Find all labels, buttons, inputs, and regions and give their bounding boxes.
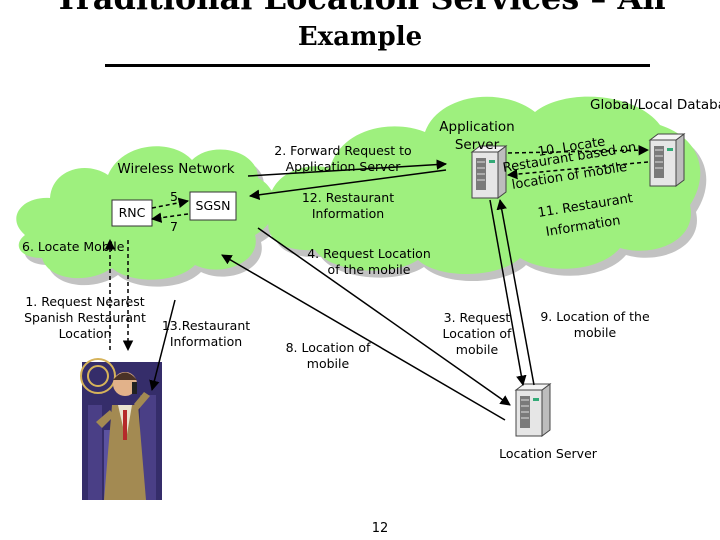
request-location-4-label: 4. Request Location of the mobile — [307, 246, 431, 277]
arrow-restaurant-info-11 — [506, 161, 649, 180]
arrow-location-8 — [221, 254, 506, 421]
restaurant-info-12-label: 12. Restaurant Information — [301, 190, 395, 221]
forward-request-label: 2. Forward Request to Application Server — [274, 143, 412, 174]
arrow-restaurant-info-12 — [248, 169, 447, 200]
link-5-arrow — [151, 197, 190, 209]
arrow-location-9 — [496, 198, 535, 386]
link-7-label: 7 — [170, 219, 178, 234]
location-server-label: Location Server — [499, 446, 597, 461]
link-5-label: 5 — [170, 189, 178, 204]
application-server-label: Application Server — [439, 119, 515, 153]
server-icon — [649, 133, 685, 187]
global-database-label: Global/Local Database — [590, 97, 720, 113]
sgsn-box — [189, 191, 237, 221]
wireless-network-label: Wireless Network — [117, 161, 235, 177]
sgsn-label: SGSN — [195, 198, 231, 213]
request-nearest-label: 1. Request Nearest Spanish Restaurant Lo… — [24, 294, 146, 341]
rnc-box — [111, 199, 153, 227]
page-number: 12 — [371, 521, 389, 536]
link-7-arrow — [150, 212, 189, 223]
arrow-restaurant-info-13 — [149, 299, 176, 392]
mobile-user-icon — [80, 358, 162, 500]
slide-title-line1: Traditional Location Services – An — [0, 0, 720, 18]
server-icon — [515, 383, 551, 437]
location-mobile-9-label: 9. Location of the mobile — [540, 309, 650, 340]
arrow-forward-request-2 — [247, 159, 448, 177]
rnc-label: RNC — [118, 205, 146, 220]
title-underline — [105, 64, 650, 67]
restaurant-info-13-label: 13.Restaurant Information — [161, 318, 251, 349]
arrow-request-location-3 — [489, 199, 527, 387]
arrow-request-location-4 — [257, 227, 511, 406]
request-location-3-label: 3. Request Location of mobile — [442, 310, 512, 357]
arrow-locate-10 — [507, 144, 650, 156]
slide-title-line2: Example — [297, 22, 423, 52]
location-mobile-8-label: 8. Location of mobile — [285, 340, 371, 371]
locate-mobile-label: 6. Locate Mobile — [22, 239, 125, 254]
